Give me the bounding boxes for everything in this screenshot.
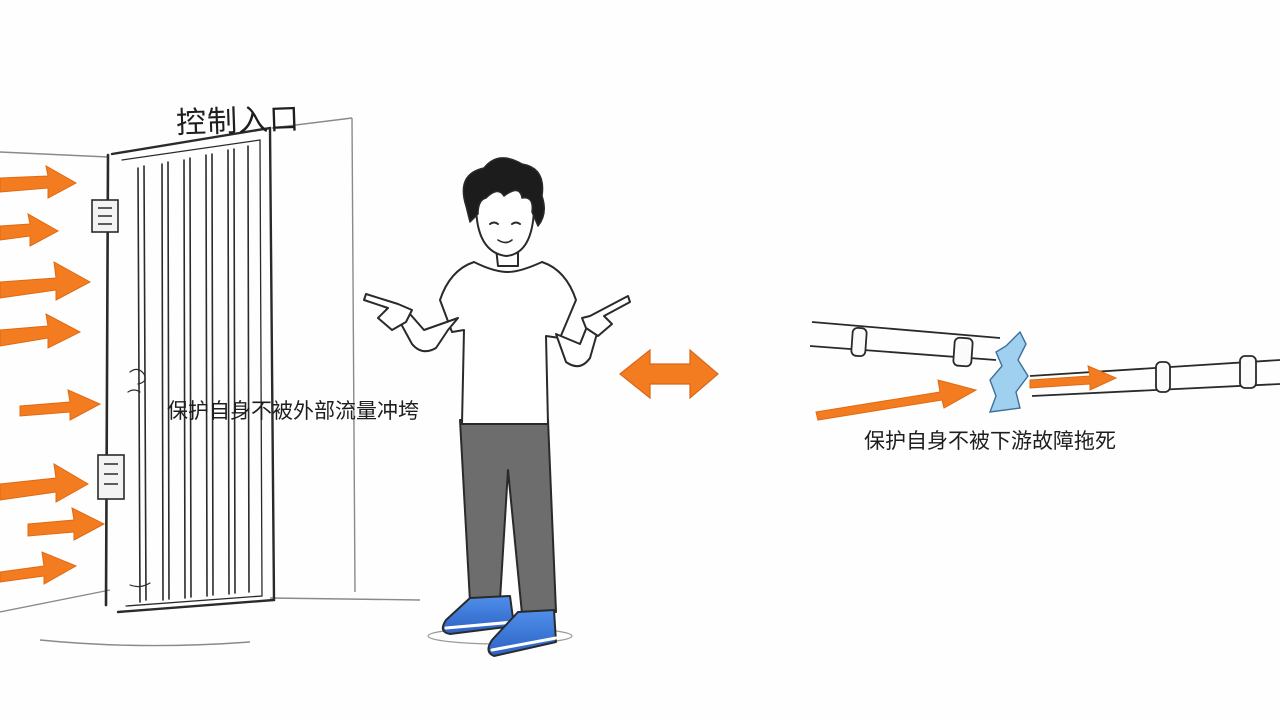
traffic-arrow	[0, 463, 90, 503]
person	[363, 157, 631, 657]
traffic-arrow	[0, 165, 78, 199]
downstream-flow-arrows	[815, 365, 1118, 421]
traffic-arrow	[0, 213, 60, 247]
traffic-arrow	[19, 389, 102, 421]
pipe-right-segment	[1029, 355, 1280, 397]
pants	[459, 419, 557, 615]
double-headed-arrow	[619, 348, 719, 400]
flow-arrow-downstream	[1029, 365, 1118, 391]
traffic-arrow	[0, 551, 78, 585]
t-shirt	[439, 261, 577, 425]
head	[462, 157, 545, 257]
flow-arrow-upstream	[815, 379, 978, 421]
arms	[399, 313, 599, 368]
hands	[363, 293, 631, 337]
pipe-crack	[988, 330, 1029, 413]
right-caption: 保护自身不被下游故障拖死	[864, 429, 1116, 453]
room-sketch	[0, 117, 421, 647]
pipe-left-segment	[809, 321, 1001, 368]
traffic-arrow	[27, 507, 106, 541]
incoming-traffic-arrows	[0, 165, 106, 585]
door-title-label: 控制入口	[175, 101, 301, 142]
shoes	[441, 595, 558, 657]
door	[104, 126, 276, 614]
door-hinge-top	[91, 199, 119, 233]
traffic-arrow	[0, 261, 92, 301]
left-caption: 保护自身不被外部流量冲垮	[167, 399, 419, 423]
door-hinge-bottom	[97, 454, 125, 500]
traffic-arrow	[0, 313, 82, 349]
